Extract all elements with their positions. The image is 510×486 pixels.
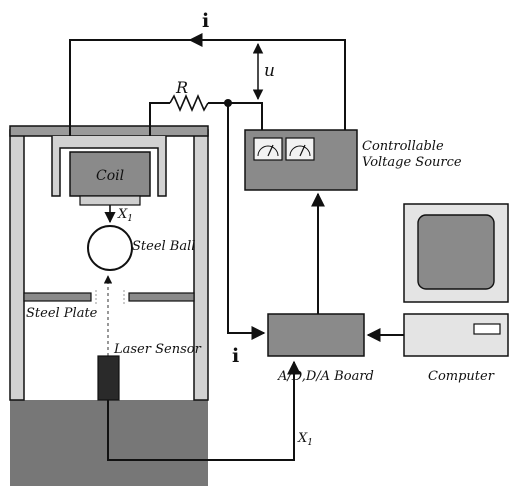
ad-da-board — [267, 313, 365, 357]
laser-sensor-label: Laser Sensor — [113, 342, 202, 357]
computer-case — [403, 313, 509, 357]
voltmeter-dial-2 — [285, 137, 315, 161]
coil-pole — [79, 195, 141, 206]
wire-top-loop — [69, 39, 346, 136]
current-label-left: i — [232, 345, 239, 367]
coil-bracket — [51, 136, 167, 197]
voltage-source-label-line1: Controllable — [362, 139, 444, 154]
frame-left-post — [9, 129, 25, 401]
voltage-label: u — [264, 61, 275, 81]
voltmeter-needle-2 — [299, 144, 306, 157]
coil-label: Coil — [96, 168, 124, 184]
frame-top-bar — [9, 125, 209, 137]
voltmeter-dial-1-arc — [257, 145, 279, 157]
resistor-label: R — [175, 78, 188, 97]
coil-core — [69, 151, 151, 197]
computer-drive-slot — [473, 323, 501, 335]
laser-sensor — [97, 355, 120, 401]
computer-screen — [417, 214, 495, 290]
wire-resistor-to-source — [208, 102, 263, 130]
wire-coil-to-resistor — [149, 102, 170, 136]
wire-sensor-to-board — [107, 360, 301, 461]
board-label: A/D,D/A Board — [277, 369, 374, 384]
voltmeter-dial-2-arc — [289, 145, 311, 157]
displacement-label-top: X1 — [117, 207, 133, 224]
steel-plate-right — [128, 292, 195, 302]
steel-plate-label: Steel Plate — [26, 306, 98, 321]
voltmeter-needle-1 — [267, 144, 274, 157]
frame-right-post — [193, 129, 209, 401]
steel-ball-label: Steel Ball — [132, 239, 195, 254]
wire-junction-to-board — [227, 103, 266, 340]
displacement-label-bottom: X1 — [297, 431, 313, 448]
computer-label: Computer — [428, 369, 495, 384]
current-label-top: i — [202, 10, 209, 32]
steel-ball — [87, 225, 133, 271]
resistor — [169, 93, 209, 113]
steel-plate-left — [23, 292, 92, 302]
voltage-source-label-line2: Voltage Source — [362, 155, 462, 170]
voltmeter-dial-1 — [253, 137, 283, 161]
